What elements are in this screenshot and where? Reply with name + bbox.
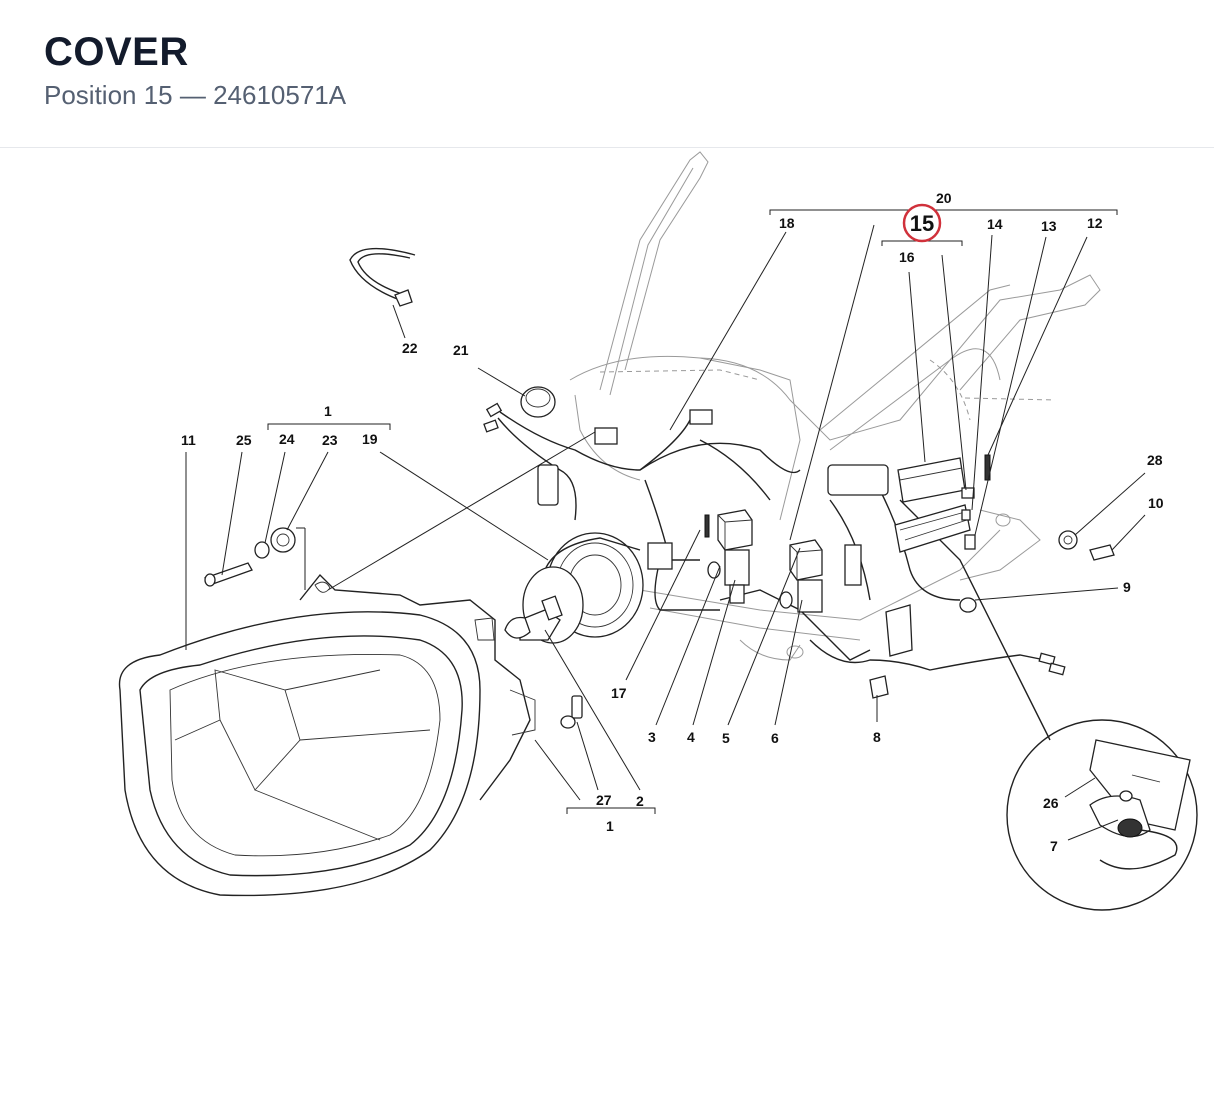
callout-7: 7 — [1050, 838, 1058, 854]
detail-inset — [1006, 719, 1198, 911]
callout-1-bottom: 1 — [606, 818, 614, 834]
callout-2: 2 — [636, 793, 644, 809]
callout-22: 22 — [402, 340, 418, 356]
callout-19: 19 — [362, 431, 378, 447]
callout-18: 18 — [779, 215, 795, 231]
bulb-and-holder — [504, 532, 644, 644]
callout-10: 10 — [1148, 495, 1164, 511]
callout-25: 25 — [236, 432, 252, 448]
control-unit-cover — [869, 454, 1115, 699]
callout-11: 11 — [181, 432, 196, 448]
callout-3: 3 — [648, 729, 656, 745]
callout-13: 13 — [1041, 218, 1057, 234]
frame-structure — [569, 151, 1101, 661]
page-title: COVER — [44, 30, 189, 74]
callout-6: 6 — [771, 730, 779, 746]
callout-labels: 20 18 14 13 12 16 22 21 1 11 25 24 23 19… — [181, 190, 1164, 854]
leader-lines — [185, 209, 1146, 841]
headlight-assembly — [118, 573, 536, 897]
highlight-ring — [902, 203, 942, 243]
callout-15: 15 — [910, 211, 934, 236]
exploded-parts-diagram: 20 18 14 13 12 16 22 21 1 11 25 24 23 19… — [0, 148, 1214, 1094]
callout-28: 28 — [1147, 452, 1163, 468]
highlighted-callout-15[interactable]: 15 — [902, 203, 942, 243]
page-subtitle: Position 15 — 24610571A — [44, 80, 347, 110]
callout-4: 4 — [687, 729, 695, 745]
callout-17: 17 — [611, 685, 627, 701]
callout-16: 16 — [899, 249, 915, 265]
wiring-harness — [483, 402, 1066, 741]
callout-5: 5 — [722, 730, 730, 746]
page-header: COVER Position 15 — 24610571A — [0, 0, 1214, 148]
callout-20: 20 — [936, 190, 952, 206]
callout-21: 21 — [453, 342, 469, 358]
callout-24: 24 — [279, 431, 295, 447]
callout-12: 12 — [1087, 215, 1103, 231]
diagram-svg: 20 18 14 13 12 16 22 21 1 11 25 24 23 19… — [118, 151, 1198, 911]
callout-9: 9 — [1123, 579, 1131, 595]
callout-23: 23 — [322, 432, 338, 448]
callout-1-top: 1 — [324, 403, 332, 419]
callout-8: 8 — [873, 729, 881, 745]
small-parts — [203, 247, 583, 729]
callout-14: 14 — [987, 216, 1003, 232]
relays — [704, 509, 823, 613]
callout-27: 27 — [596, 792, 612, 808]
callout-26: 26 — [1043, 795, 1059, 811]
